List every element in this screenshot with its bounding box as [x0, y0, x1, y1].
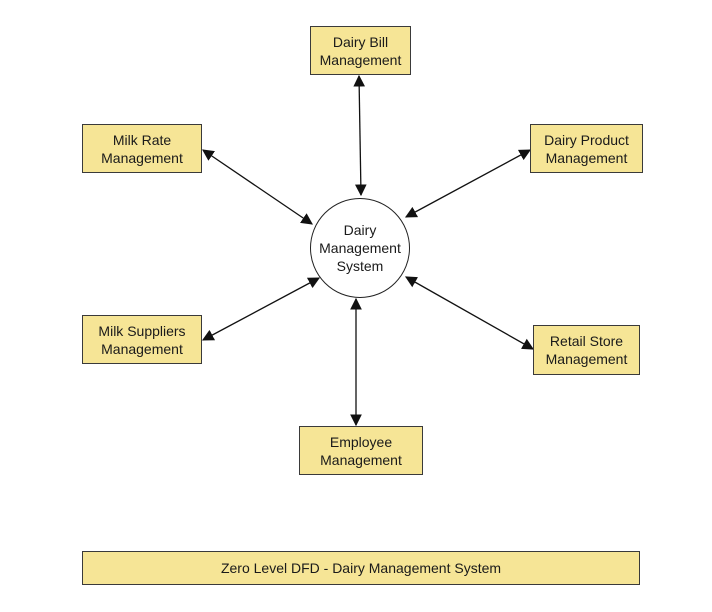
flow-retail-store: [404, 276, 535, 350]
entity-milk-rate: Milk Rate Management: [82, 124, 202, 173]
entity-milk-suppliers: Milk Suppliers Management: [82, 315, 202, 364]
entity-dairy-bill: Dairy Bill Management: [310, 26, 411, 75]
process-dairy-management-system: Dairy Management System: [310, 198, 410, 298]
flow-milk-suppliers: [201, 277, 321, 341]
entity-retail-store: Retail Store Management: [533, 325, 640, 375]
flow-dairy-product: [404, 149, 532, 218]
entity-dairy-product: Dairy Product Management: [530, 124, 643, 173]
diagram-caption: Zero Level DFD - Dairy Management System: [82, 551, 640, 585]
entity-employee: Employee Management: [299, 426, 423, 475]
flow-dairy-bill: [353, 74, 367, 197]
flow-milk-rate: [202, 149, 313, 225]
